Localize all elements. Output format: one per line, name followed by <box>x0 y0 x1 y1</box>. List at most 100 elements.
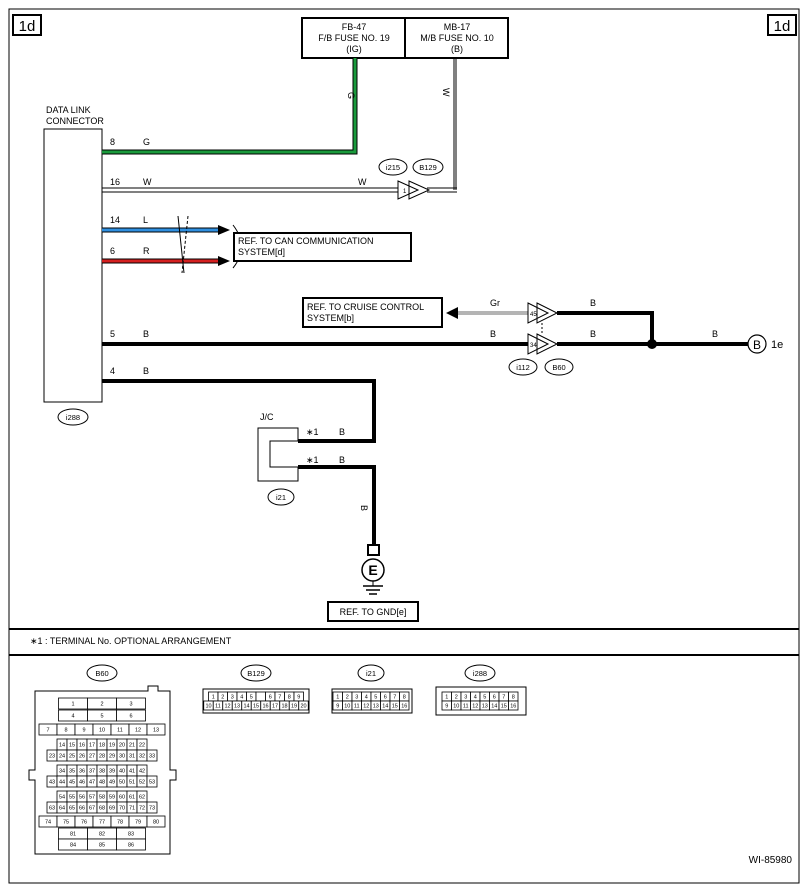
b60-label: B60 <box>552 363 565 372</box>
b129-pin-14: 14 <box>243 703 249 709</box>
i21-pin-9: 9 <box>336 703 339 709</box>
cruise-wire-lower-right: B <box>590 329 596 339</box>
b60-pin-62: 62 <box>139 794 145 800</box>
page-tag-left-box <box>12 14 42 36</box>
i215-label: i215 <box>386 163 400 172</box>
wire-r-arrow <box>218 256 230 266</box>
b60-pin-80: 80 <box>153 819 159 825</box>
b60-pin-63: 63 <box>49 805 55 811</box>
pin-4-label: 4 <box>110 366 115 376</box>
svg-text:FB-47: FB-47 <box>342 22 367 32</box>
figure-id: WI-85980 <box>749 855 793 866</box>
ground-terminal <box>367 544 380 556</box>
svg-text:M/B FUSE NO. 10: M/B FUSE NO. 10 <box>420 33 494 43</box>
fb47-wire-color: G <box>346 92 356 99</box>
b60-pin-20: 20 <box>119 742 125 748</box>
b60-pin-9: 9 <box>82 727 85 733</box>
wire-l-arrow <box>218 225 230 235</box>
i288-pin-4: 4 <box>474 694 477 700</box>
i288-pin-1: 1 <box>445 694 448 700</box>
gnd-ref-box <box>327 601 419 622</box>
mb17-wire-color: W <box>441 88 451 97</box>
page-tag-left: 1d <box>19 18 36 35</box>
wire-g-fb47 <box>102 58 358 155</box>
b60-pin-30: 30 <box>119 753 125 759</box>
i288-pin-15: 15 <box>501 703 507 709</box>
i21-pin-11: 11 <box>354 703 360 709</box>
b129-pin-19: 19 <box>291 703 297 709</box>
twist-mark-dashed <box>181 215 189 274</box>
i288-pin-10: 10 <box>453 703 459 709</box>
b60-pin-55: 55 <box>69 794 75 800</box>
cruise-ref-box <box>302 297 443 328</box>
i21-pin-5: 5 <box>374 694 377 700</box>
b60-pin-75: 75 <box>63 819 69 825</box>
b60-pin-39: 39 <box>109 768 115 774</box>
b129-pin-1: 1 <box>212 694 215 700</box>
b60-cell <box>116 838 146 851</box>
fuse-mb17: MB-17 M/B FUSE NO. 10 (B) <box>404 17 509 59</box>
dlc-title-line1: DATA LINK <box>46 105 91 115</box>
b60-cell <box>116 709 146 722</box>
jc-wire-upper: B <box>339 427 345 437</box>
i21-pin-6: 6 <box>384 694 387 700</box>
cruise-pin-34: 34 <box>530 343 537 349</box>
b129-pin-10: 10 <box>205 703 211 709</box>
w-line-pin: 1 <box>403 189 407 195</box>
cruise-wire-lower-left: B <box>490 329 496 339</box>
pin-14-color: L <box>143 215 148 225</box>
b129-pin-11: 11 <box>215 703 221 709</box>
b60-pin-64: 64 <box>59 805 65 811</box>
ground-letter: E <box>368 562 377 578</box>
b60-pin-23: 23 <box>49 753 55 759</box>
terminal-b-circle <box>747 334 767 354</box>
b60-pin-78: 78 <box>117 819 123 825</box>
b60-pin-47: 47 <box>89 779 95 785</box>
i288-view-oval <box>464 664 496 682</box>
b129-pin-4: 4 <box>240 694 243 700</box>
connector-symbol-i215 <box>397 180 420 200</box>
b60-pin-68: 68 <box>99 805 105 811</box>
i21-cell <box>399 700 410 711</box>
b60-pin-53: 53 <box>149 779 155 785</box>
b60-pin-44: 44 <box>59 779 65 785</box>
i288-pin-9: 9 <box>445 703 448 709</box>
b60-pin-6: 6 <box>129 713 132 719</box>
i21-pin-10: 10 <box>344 703 350 709</box>
b60-pin-16: 16 <box>79 742 85 748</box>
i288-pin-16: 16 <box>510 703 516 709</box>
b60-pin-49: 49 <box>109 779 115 785</box>
b60-pin-8: 8 <box>64 727 67 733</box>
i21-pin-4: 4 <box>365 694 368 700</box>
b60-pin-69: 69 <box>109 805 115 811</box>
b60-cell <box>146 801 158 814</box>
i21-pin-3: 3 <box>355 694 358 700</box>
b60-pin-31: 31 <box>129 753 135 759</box>
b60-pin-33: 33 <box>149 753 155 759</box>
b60-pin-56: 56 <box>79 794 85 800</box>
jc-pin-upper: ∗1 <box>306 427 319 437</box>
b60-pin-60: 60 <box>119 794 125 800</box>
b60-pin-29: 29 <box>109 753 115 759</box>
b60-cell <box>116 697 146 710</box>
i288-pin-8: 8 <box>512 694 515 700</box>
b60-pin-41: 41 <box>129 768 135 774</box>
b60-pin-83: 83 <box>128 831 134 837</box>
b60-pin-18: 18 <box>99 742 105 748</box>
terminal-b-letter: B <box>753 338 761 352</box>
i21-label: i21 <box>276 493 286 502</box>
pin-5-label: 5 <box>110 329 115 339</box>
b60-pin-3: 3 <box>129 701 132 707</box>
b129-oval <box>412 158 444 176</box>
i21-view-name: i21 <box>366 669 376 678</box>
b60-pin-25: 25 <box>69 753 75 759</box>
b60-pin-46: 46 <box>79 779 85 785</box>
b129-cell <box>298 700 309 711</box>
b60-pin-76: 76 <box>81 819 87 825</box>
b129-pin-8: 8 <box>288 694 291 700</box>
i288-pin-11: 11 <box>463 703 469 709</box>
can-ref-line1: REF. TO CAN COMMUNICATION <box>238 236 374 246</box>
b60-pin-70: 70 <box>119 805 125 811</box>
